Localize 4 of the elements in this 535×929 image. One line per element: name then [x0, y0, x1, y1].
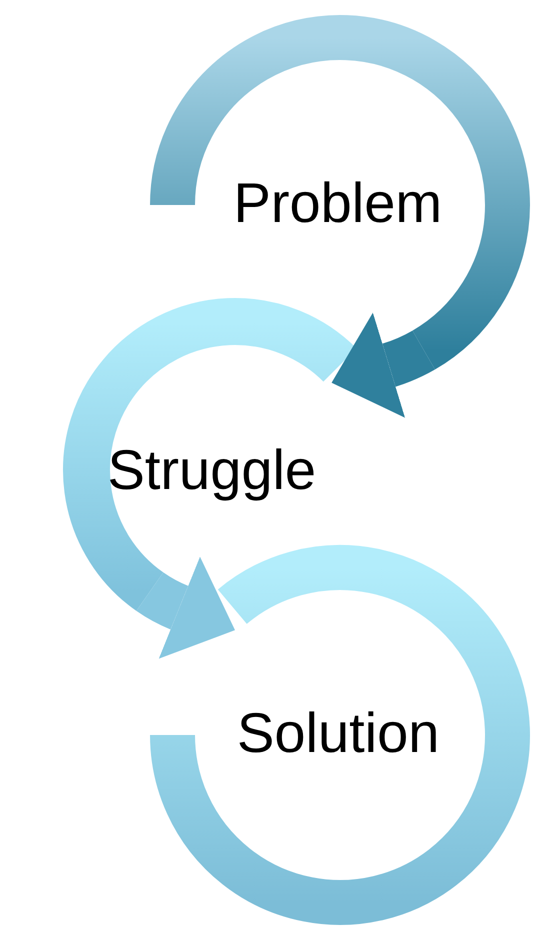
- curved-arrow: [136, 557, 234, 658]
- step-label: Problem: [234, 175, 442, 231]
- step-label: Solution: [237, 705, 440, 761]
- curved-arrow: [332, 313, 434, 418]
